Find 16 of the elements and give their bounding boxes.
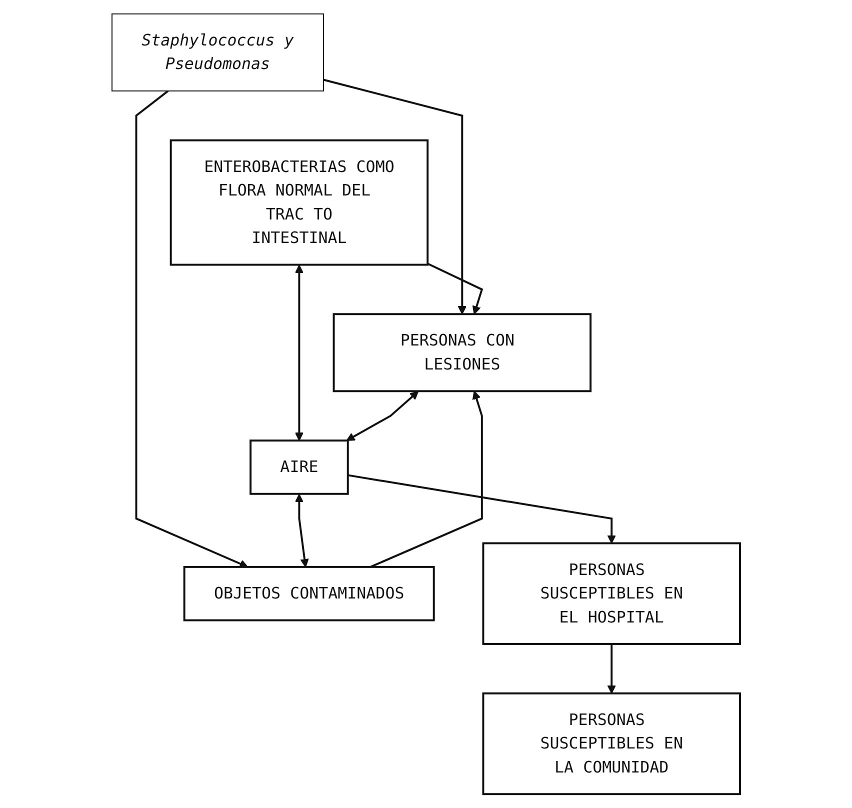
arrow xyxy=(294,264,304,441)
node-box: ENTEROBACTERIAS COMO FLORA NORMAL DEL TRAC TO INTESTINAL xyxy=(170,139,429,266)
arrow xyxy=(348,474,616,544)
node-box: Staphylococcus y Pseudomonas xyxy=(112,13,324,92)
arrow xyxy=(370,390,483,568)
arrow xyxy=(323,78,466,315)
node-box: PERSONAS SUSCEPTIBLES EN EL HOSPITAL xyxy=(482,542,741,645)
arrow xyxy=(346,391,419,441)
arrow xyxy=(607,644,616,694)
node-box: OBJETOS CONTAMINADOS xyxy=(183,566,435,622)
node-box: PERSONAS SUSCEPTIBLES EN LA COMUNIDAD xyxy=(482,692,741,796)
arrow xyxy=(427,262,484,315)
node-box: PERSONAS CON LESIONES xyxy=(332,313,592,392)
arrow xyxy=(294,494,309,568)
node-box: AIRE xyxy=(250,440,349,495)
arrow xyxy=(135,90,248,568)
